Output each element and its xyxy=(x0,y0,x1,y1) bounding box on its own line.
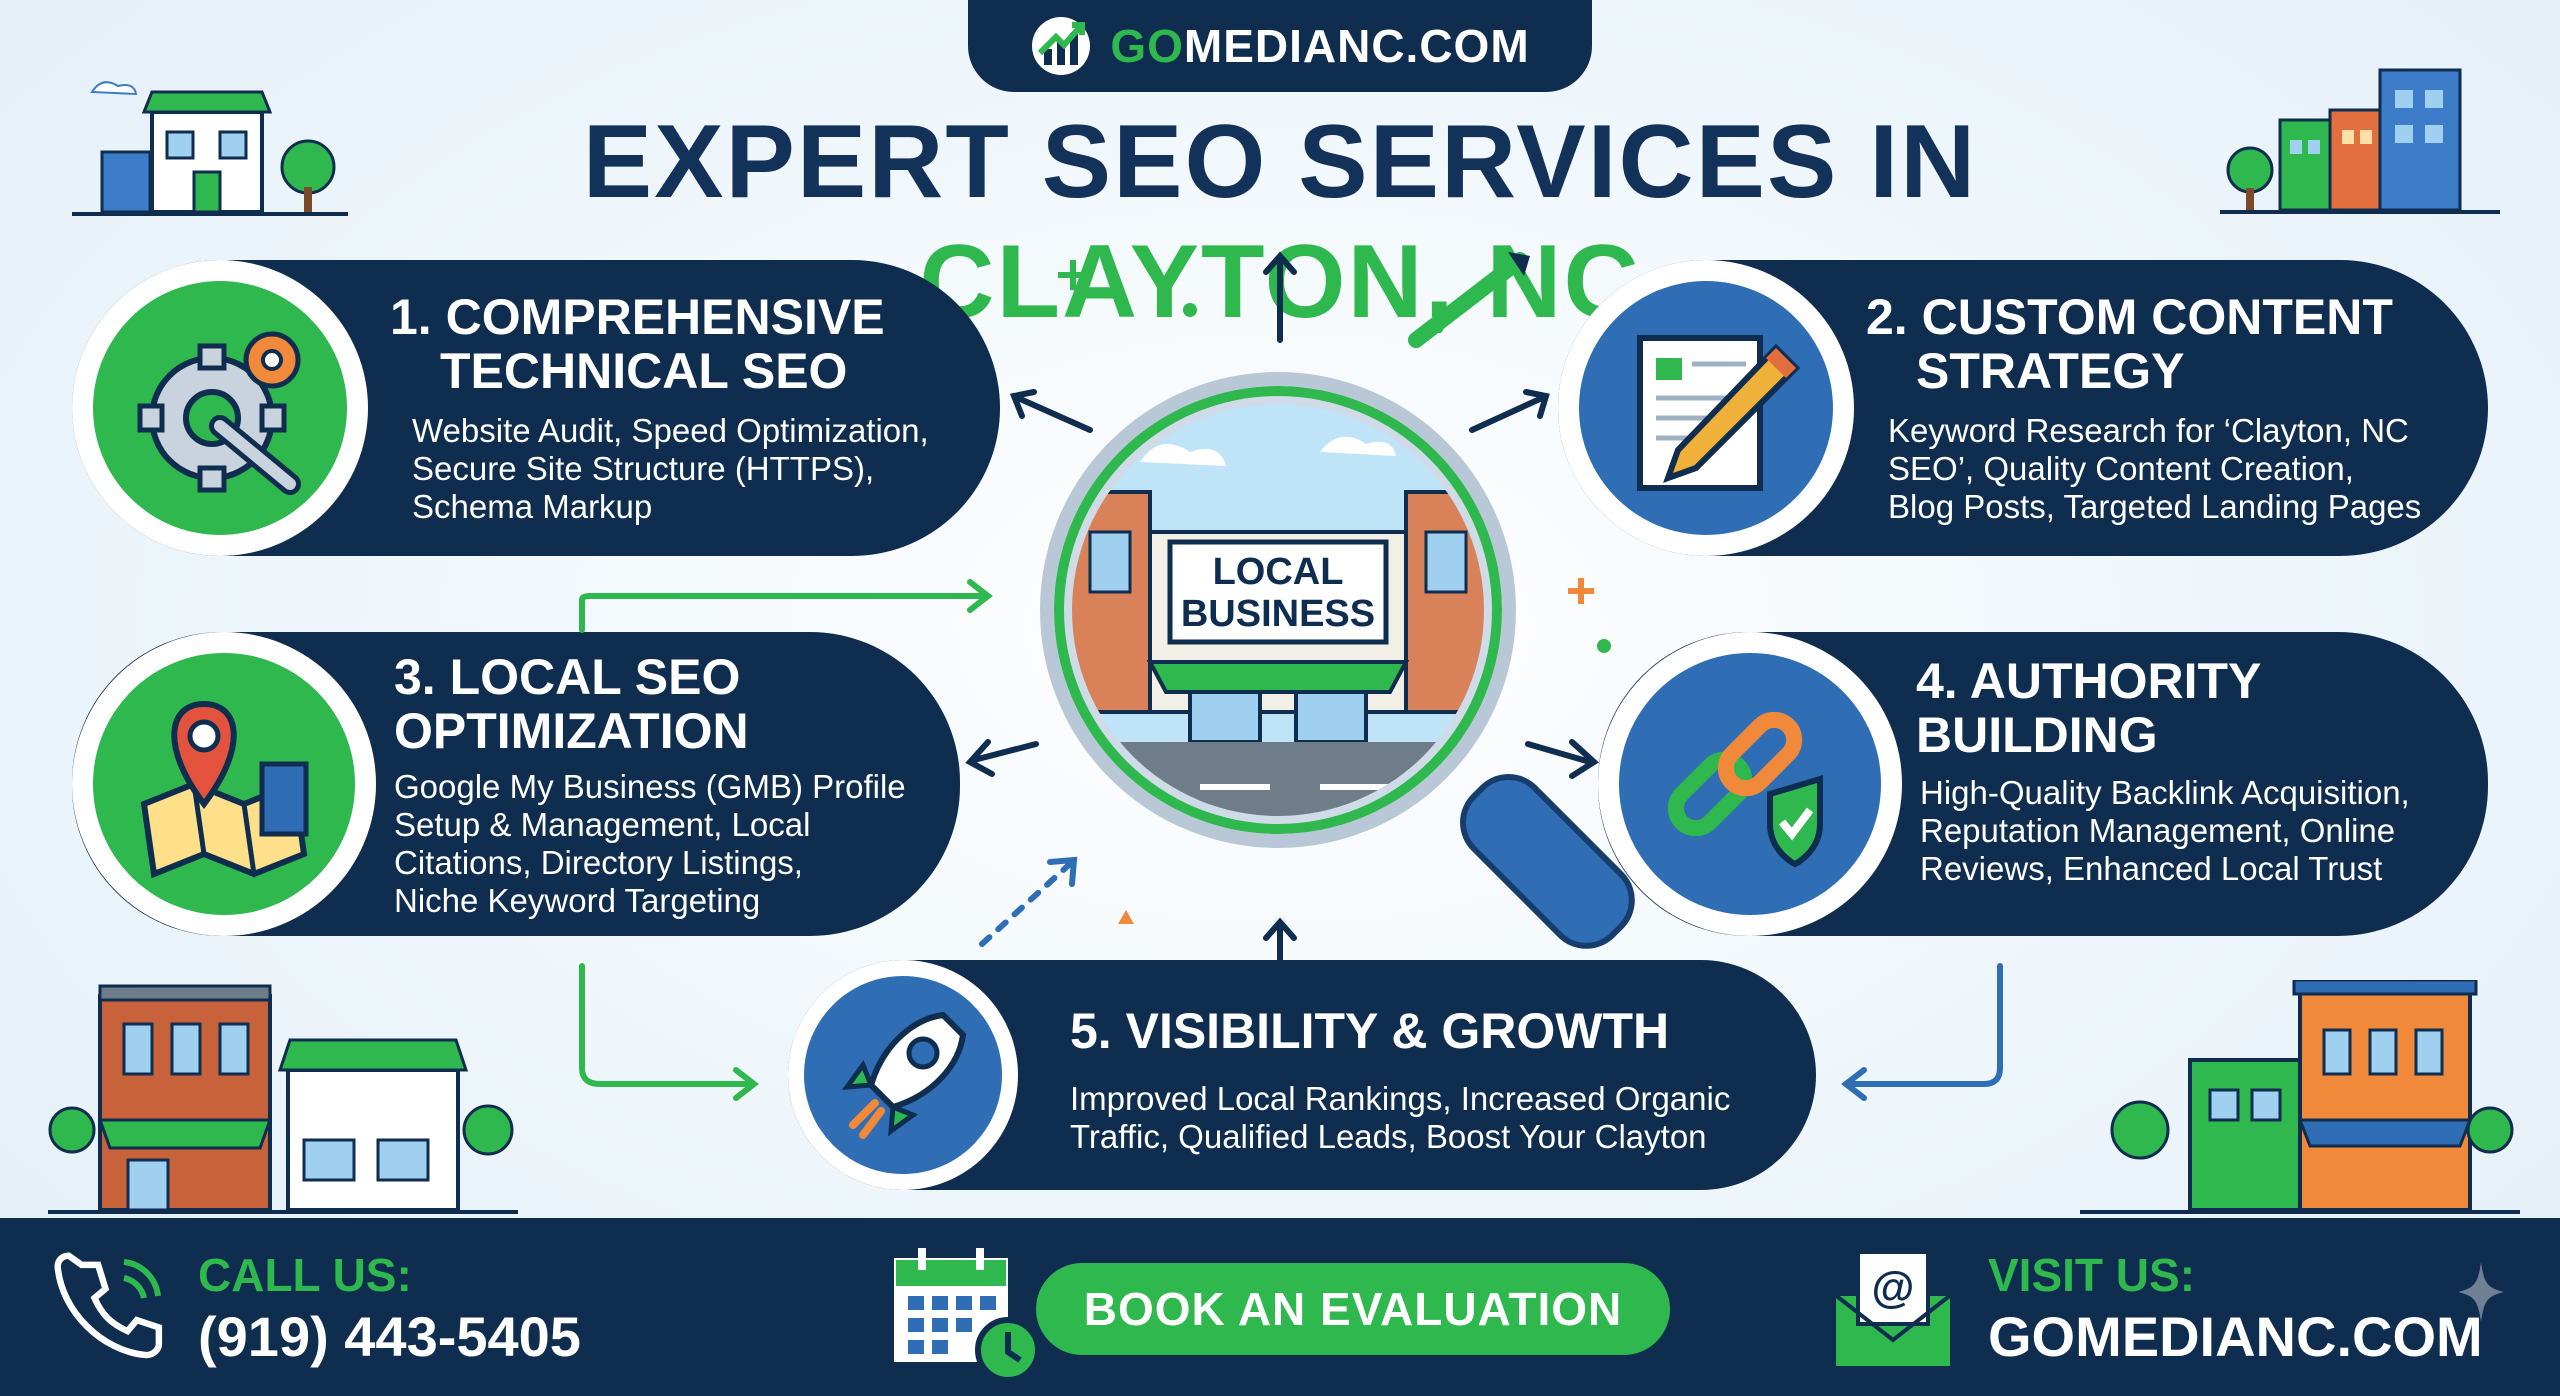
service-title: 3. LOCAL SEO OPTIMIZATION xyxy=(394,649,749,759)
chain-link-shield-icon xyxy=(1667,711,1823,868)
document-pencil-icon xyxy=(1636,334,1801,491)
map-pin-icon xyxy=(140,700,309,879)
service-description: Google My Business (GMB) Profile Setup &… xyxy=(394,768,906,919)
city-buildings-illustration-top-right xyxy=(2220,68,2500,214)
book-evaluation-button[interactable]: BOOK AN EVALUATION xyxy=(1036,1263,1670,1355)
service-card-visibility-growth[interactable]: 5. VISIBILITY & GROWTH Improved Local Ra… xyxy=(788,960,1816,1190)
storefronts-illustration-bottom-right xyxy=(2080,980,2520,1214)
service-description: Keyword Research for ‘Clayton, NC SEO’, … xyxy=(1888,412,2422,525)
service-icon-inner xyxy=(92,280,348,536)
service-icon-inner xyxy=(93,653,355,915)
growth-chart-logo-icon xyxy=(1032,17,1091,75)
email-envelope-icon[interactable]: @ xyxy=(1828,1244,1958,1374)
brand-name: GOMEDIANC.COM xyxy=(1110,20,1530,72)
page-title: EXPERT SEO SERVICES IN CLAYTON, NC xyxy=(582,104,1978,340)
storefronts-illustration-bottom-left xyxy=(48,984,518,1214)
storefront-illustration-top-left xyxy=(72,81,348,216)
service-description: Website Audit, Speed Optimization, Secur… xyxy=(412,412,929,525)
service-card-local-seo[interactable]: 3. LOCAL SEO OPTIMIZATION Google My Busi… xyxy=(72,632,960,936)
service-card-technical-seo[interactable]: 1. COMPREHENSIVE TECHNICAL SEO Website A… xyxy=(72,260,1000,556)
calendar-clock-icon xyxy=(894,1248,1041,1382)
visit-label: VISIT US: xyxy=(1988,1249,2196,1301)
local-sign-line1: LOCAL xyxy=(1213,551,1344,593)
rocket-icon xyxy=(841,1011,967,1139)
service-icon-frame xyxy=(788,960,1018,1190)
svg-text:@: @ xyxy=(1872,1263,1915,1312)
service-description: Improved Local Rankings, Increased Organ… xyxy=(1070,1080,1731,1155)
service-card-content-strategy[interactable]: 2. CUSTOM CONTENT STRATEGY Keyword Resea… xyxy=(1558,260,2488,556)
service-card-authority-building[interactable]: 4. AUTHORITY BUILDING High-Quality Backl… xyxy=(1598,632,2488,936)
service-icon-frame xyxy=(1558,260,1854,556)
service-title: 2. CUSTOM CONTENT STRATEGY xyxy=(1866,289,2393,399)
local-business-storefront-illustration: LOCAL BUSINESS xyxy=(1072,404,1484,816)
gear-wrench-icon xyxy=(137,331,301,495)
local-sign-line2: BUSINESS xyxy=(1181,593,1375,635)
website-link[interactable]: GOMEDIANC.COM xyxy=(1988,1305,2483,1368)
call-label: CALL US: xyxy=(198,1249,412,1301)
service-icon-inner xyxy=(1578,280,1834,536)
footer-bar: CALL US: (919) 443-5405 @ VISIT US: GOME… xyxy=(0,1218,2560,1396)
service-description: High-Quality Backlink Acquisition, Reput… xyxy=(1920,774,2410,887)
brand-badge[interactable]: GOMEDIANC.COM xyxy=(968,0,1592,92)
service-title: 4. AUTHORITY BUILDING xyxy=(1916,653,2262,763)
service-icon-frame xyxy=(72,632,376,936)
service-icon-frame xyxy=(1598,632,1902,936)
phone-number[interactable]: (919) 443-5405 xyxy=(198,1305,581,1368)
service-icon-inner xyxy=(804,976,1002,1174)
phone-icon[interactable] xyxy=(54,1252,170,1368)
sparkle-icon xyxy=(2458,1262,2504,1322)
service-title: 1. COMPREHENSIVE TECHNICAL SEO xyxy=(390,289,885,399)
service-icon-inner xyxy=(1619,653,1881,915)
service-icon-frame xyxy=(72,260,368,556)
service-title: 5. VISIBILITY & GROWTH xyxy=(1070,1003,1670,1059)
